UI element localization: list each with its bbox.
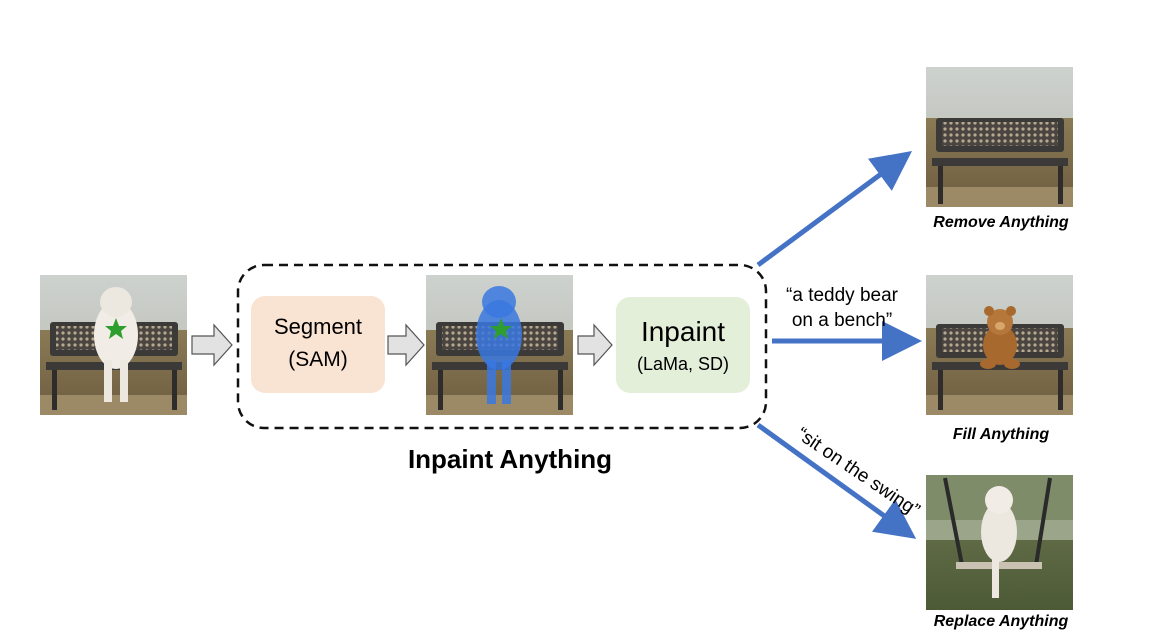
segment-title: Segment: [273, 314, 363, 339]
remove-result-photo: [926, 67, 1073, 207]
inpaint-anything-group: [236, 263, 768, 430]
fill-prompt-line-1: “a teddy bear: [786, 285, 898, 306]
remove-caption: Remove Anything: [933, 214, 1069, 231]
arrow-right-icon: [387, 323, 425, 367]
inpaint-title: Inpaint: [640, 316, 726, 347]
fill-caption: Fill Anything: [952, 426, 1050, 443]
fill-result-photo: [926, 275, 1073, 415]
fill-prompt: “a teddy bear on a bench”: [770, 283, 914, 333]
replace-result-photo: [926, 475, 1073, 610]
arrow-to-remove-icon: [756, 151, 913, 268]
input-dog-photo: [40, 275, 187, 415]
inpaint-subtitle: (LaMa, SD): [636, 354, 730, 374]
arrow-right-icon: [191, 323, 233, 367]
arrow-to-replace-icon: [756, 422, 917, 539]
inpaint-box: [616, 297, 750, 393]
masked-dog-photo: [426, 275, 573, 415]
segment-box: [251, 296, 385, 393]
arrow-right-icon: [577, 323, 613, 367]
group-title: Inpaint Anything: [407, 444, 613, 474]
fill-prompt-line-2: on a bench”: [791, 310, 893, 331]
segment-subtitle: (SAM): [288, 348, 348, 371]
replace-caption: Replace Anything: [933, 613, 1069, 630]
